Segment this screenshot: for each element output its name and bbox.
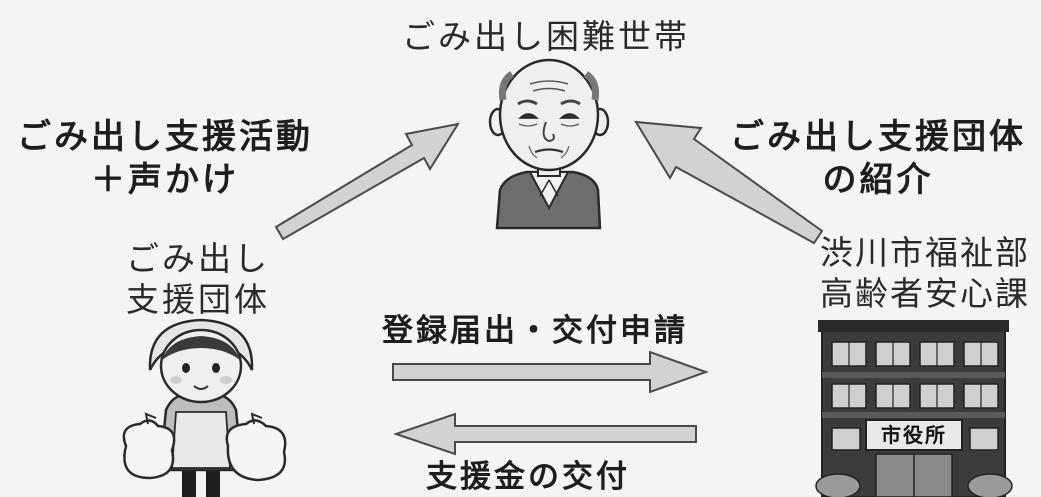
introduction-line2: の紹介 (822, 159, 934, 200)
city-office-line1: 渋川市福祉部 (820, 233, 1030, 272)
support-activity-line2: ＋声かけ (91, 159, 239, 200)
support-group-label: ごみ出し 支援団体 (112, 238, 284, 321)
arrow-support-activity (274, 122, 461, 241)
support-group-line2: 支援団体 (126, 280, 270, 320)
city-office-label: 渋川市福祉部 高齢者安心課 (818, 232, 1032, 315)
introduction-label: ごみ出し支援団体 の紹介 (720, 116, 1036, 201)
arrow-introduction (634, 120, 824, 245)
city-hall-sign: 市役所 (881, 423, 947, 447)
grant-label: 支援金の交付 (426, 459, 630, 495)
registration-label: 登録届出・交付申請 (382, 313, 688, 349)
household-label: ごみ出し困難世帯 (402, 17, 690, 56)
city-hall-building-icon (815, 320, 1013, 497)
arrow-grant (392, 412, 697, 456)
support-group-line1: ごみ出し (126, 239, 270, 278)
support-activity-line1: ごみ出し支援活動 (17, 117, 313, 157)
arrow-registration (392, 350, 709, 394)
volunteer-woman-icon (122, 318, 287, 497)
support-activity-label: ごみ出し支援活動 ＋声かけ (6, 116, 324, 201)
elderly-man-icon (488, 58, 610, 230)
city-office-line2: 高齢者安心課 (820, 274, 1030, 314)
introduction-line1: ごみ出し支援団体 (730, 117, 1026, 157)
